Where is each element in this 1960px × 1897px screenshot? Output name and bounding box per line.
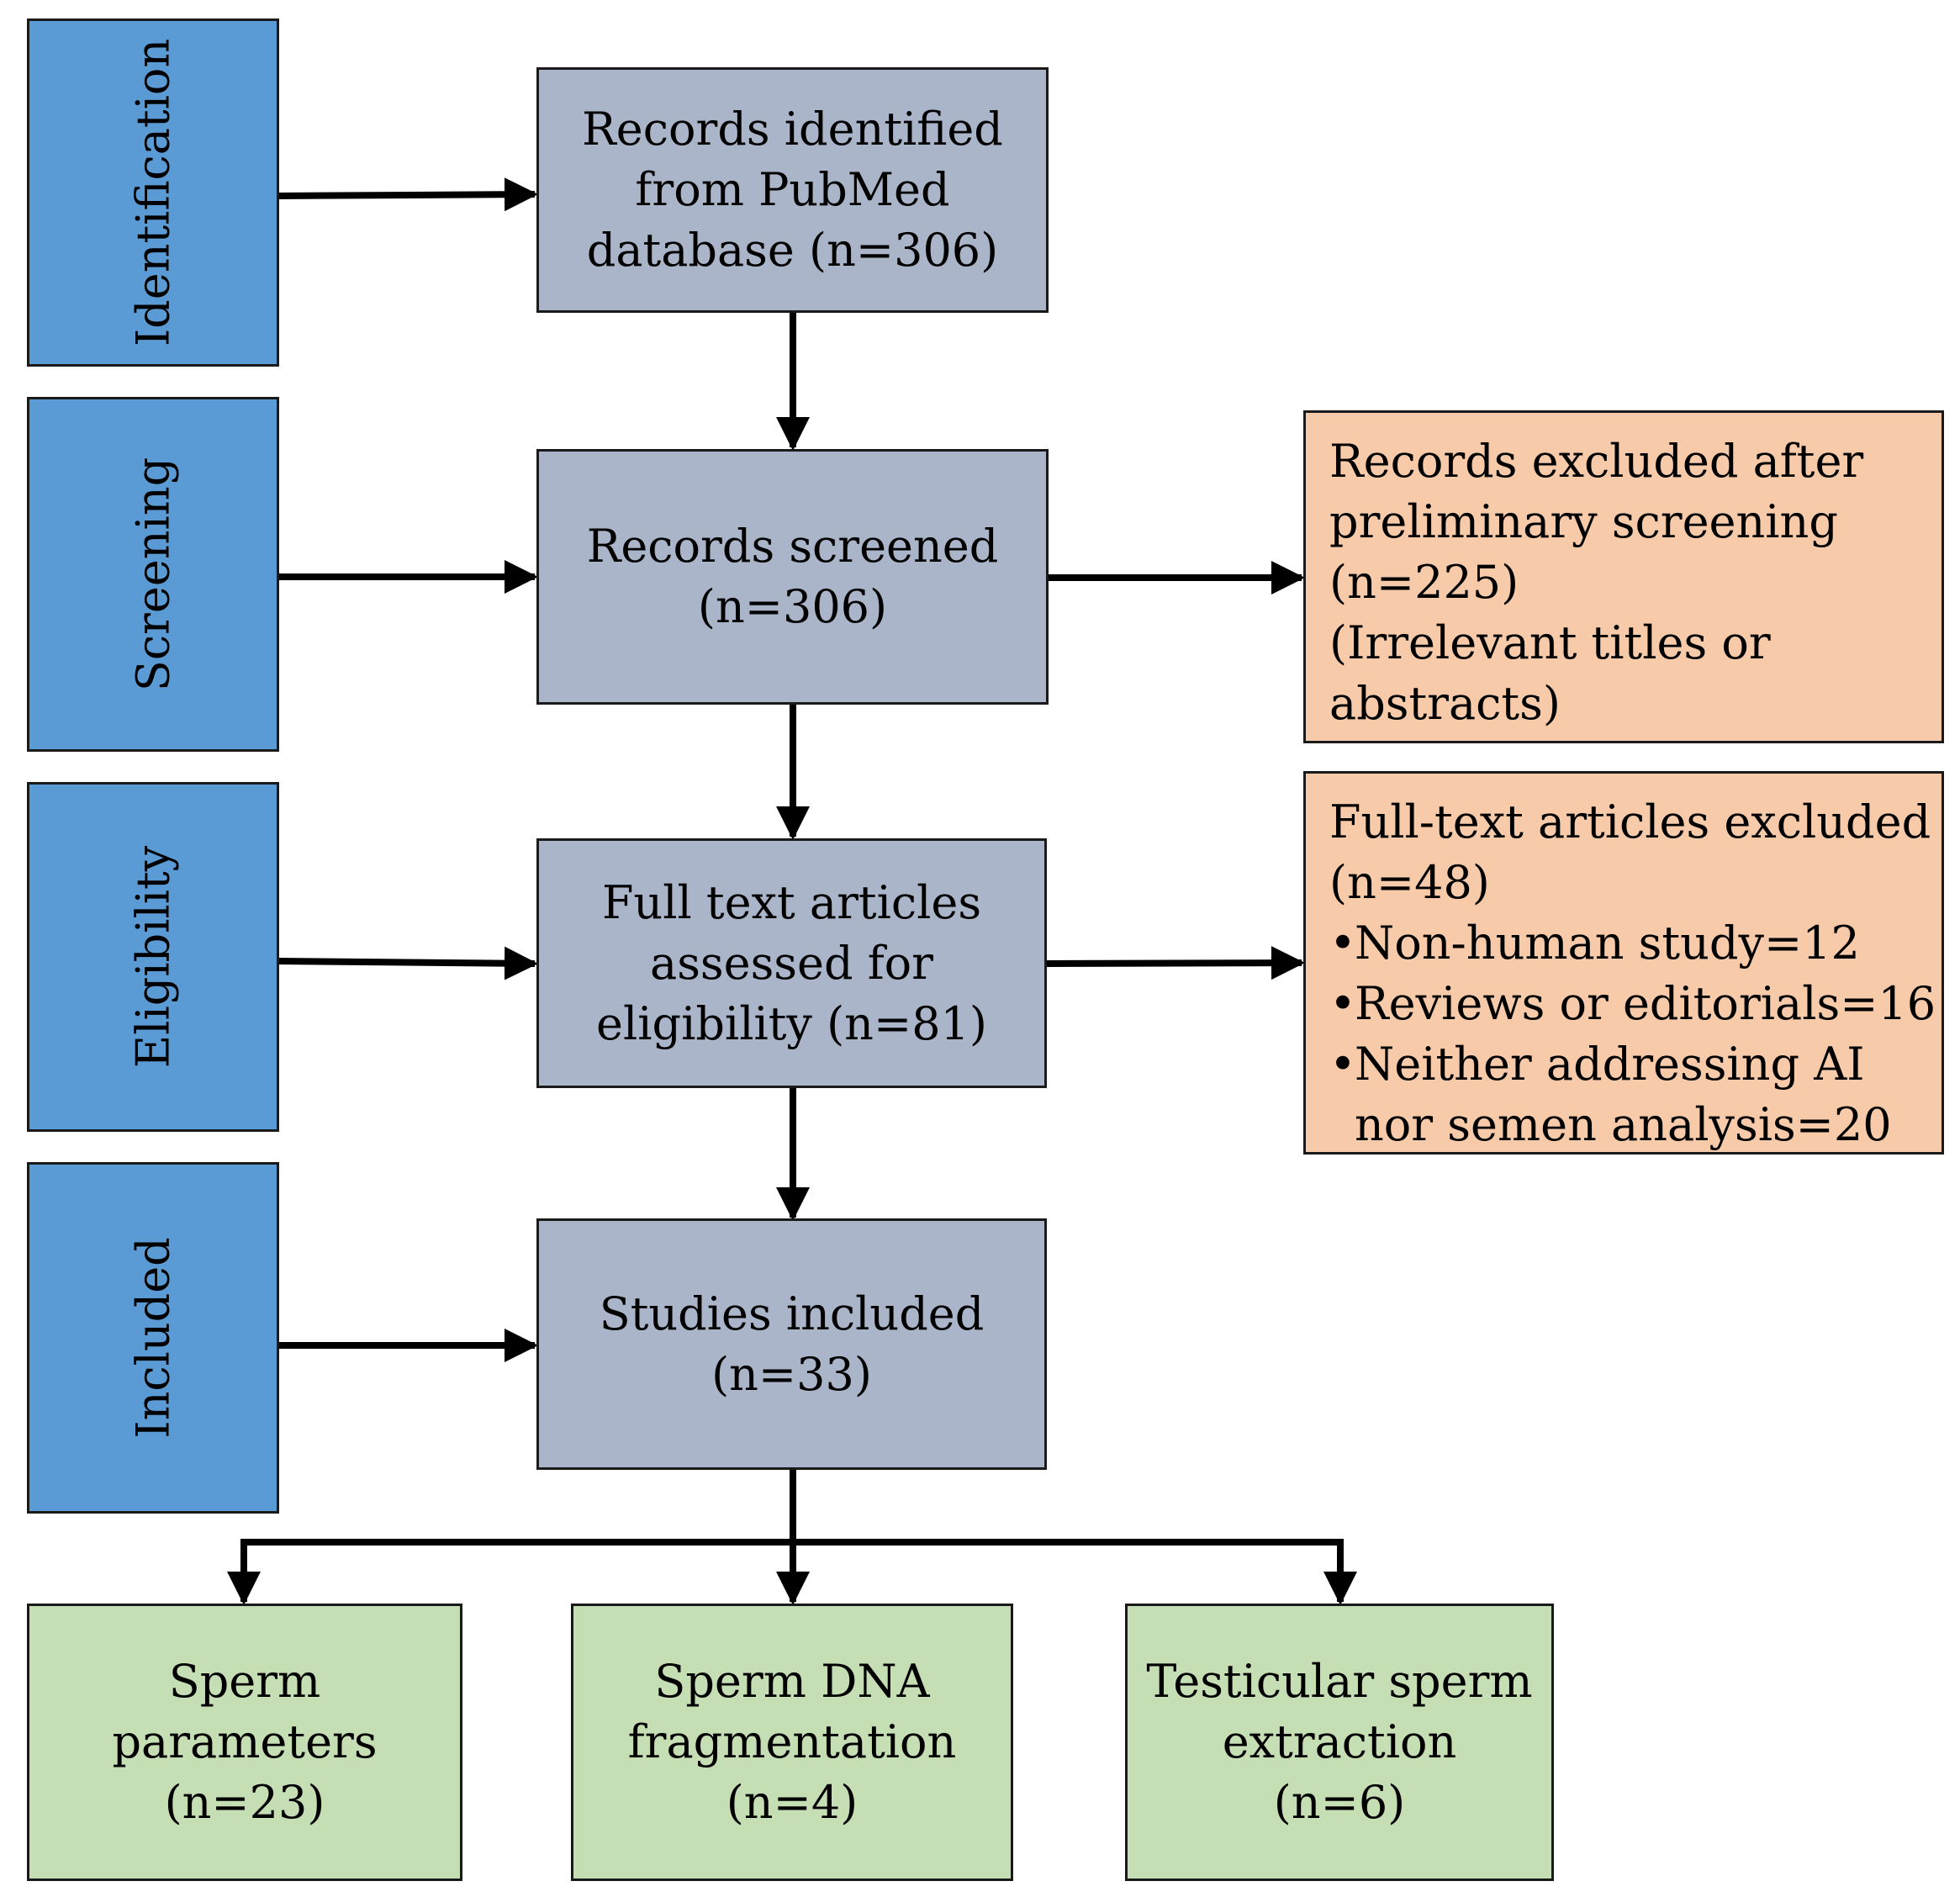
exclusion-reason-text: Non-human study=12	[1355, 917, 1860, 970]
exclusion-reason-continuation: nor semen analysis=20	[1355, 1098, 1892, 1151]
bullet-icon: •	[1329, 977, 1356, 1030]
box-line: (n=306)	[697, 580, 888, 633]
outcome-line: extraction	[1222, 1715, 1457, 1768]
stage-included: Included	[27, 1162, 279, 1514]
exclusion-reason: •Neither addressing AI	[1329, 1034, 1918, 1095]
excluded-heading-line: Full-text articles excluded	[1329, 795, 1931, 848]
outcome-line: (n=6)	[1273, 1776, 1406, 1829]
box-excluded-fulltext: Full-text articles excluded (n=48) •Non-…	[1303, 771, 1944, 1155]
exclusion-reason: •Reviews or editorials=16	[1329, 974, 1936, 1034]
excluded-line: preliminary screening	[1329, 495, 1838, 548]
arrow-identification-to-records	[277, 177, 538, 212]
box-sperm-dna-fragmentation: Sperm DNA fragmentation (n=4)	[571, 1604, 1013, 1881]
stage-label-eligibility: Eligibility	[126, 845, 180, 1069]
box-studies-included: Studies included (n=33)	[536, 1218, 1047, 1470]
excluded-line: (Irrelevant titles or	[1329, 616, 1771, 669]
box-line: assessed for	[650, 936, 933, 990]
bullet-icon: •	[1329, 1038, 1356, 1091]
box-line: Full text articles	[601, 875, 982, 929]
stage-identification: Identification	[27, 18, 279, 367]
outcome-line: (n=23)	[164, 1776, 325, 1829]
stage-label-included: Included	[126, 1237, 180, 1439]
box-line: database (n=306)	[586, 224, 999, 277]
exclusion-reason-text: Reviews or editorials=16	[1355, 977, 1936, 1030]
box-sperm-parameters: Sperm parameters (n=23)	[27, 1604, 462, 1881]
stage-label-screening: Screening	[126, 457, 180, 692]
outcome-line: parameters	[112, 1715, 378, 1768]
excluded-line: abstracts)	[1329, 677, 1561, 730]
stage-screening: Screening	[27, 397, 279, 752]
box-line: Studies included	[599, 1287, 985, 1340]
outcome-line: fragmentation	[627, 1715, 957, 1768]
box-line: from PubMed	[635, 163, 950, 216]
arrow-fulltext-to-excluded	[1046, 946, 1305, 980]
box-records-identified: Records identified from PubMed database …	[536, 67, 1049, 313]
excluded-line: Records excluded after	[1329, 435, 1864, 488]
bullet-icon: •	[1329, 917, 1356, 970]
excluded-heading-line: (n=48)	[1329, 856, 1490, 909]
box-line: Records screened	[586, 520, 999, 573]
stage-label-identification: Identification	[126, 38, 180, 347]
outcome-line: Sperm	[168, 1655, 321, 1708]
box-excluded-screening: Records excluded after preliminary scree…	[1303, 410, 1944, 743]
excluded-line: (n=225)	[1329, 556, 1519, 609]
box-line: eligibility (n=81)	[596, 996, 987, 1050]
box-testicular-sperm-extraction: Testicular sperm extraction (n=6)	[1125, 1604, 1554, 1881]
box-records-screened: Records screened (n=306)	[536, 449, 1049, 705]
exclusion-reason-text: Neither addressing AI	[1355, 1038, 1865, 1091]
box-fulltext-assessed: Full text articles assessed for eligibil…	[536, 838, 1047, 1088]
box-line: (n=33)	[711, 1347, 872, 1401]
exclusion-reason: •Non-human study=12	[1329, 913, 1918, 974]
stage-eligibility: Eligibility	[27, 782, 279, 1132]
outcome-line: (n=4)	[726, 1776, 858, 1829]
arrow-eligibility-to-fulltext	[277, 946, 538, 980]
outcome-line: Testicular sperm	[1146, 1655, 1533, 1708]
outcome-line: Sperm DNA	[654, 1655, 930, 1708]
box-line: Records identified	[582, 103, 1003, 156]
